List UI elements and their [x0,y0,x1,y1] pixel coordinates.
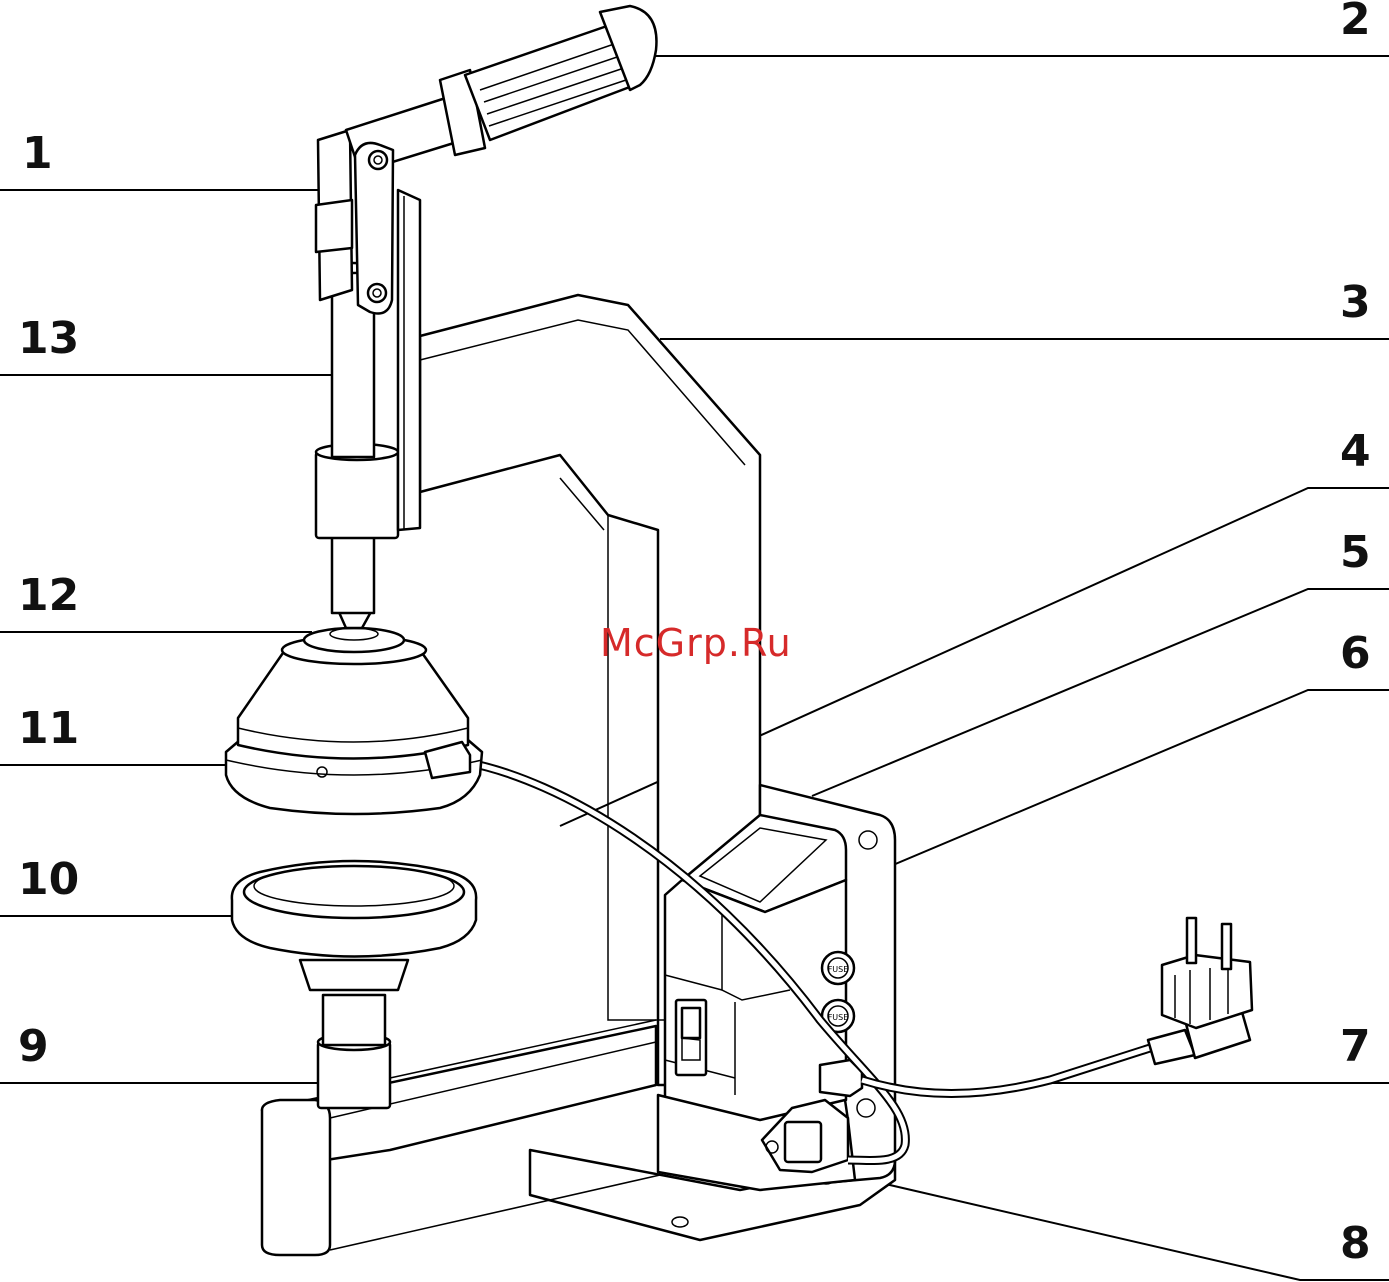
handle-assembly [316,6,656,314]
callout-4: 4 [1340,426,1371,477]
callout-2: 2 [1340,0,1371,45]
callout-5: 5 [1340,527,1371,578]
callout-13: 13 [18,313,79,364]
callout-9: 9 [18,1021,49,1072]
callout-7: 7 [1340,1021,1371,1072]
callout-12: 12 [18,570,79,621]
leader-8 [812,1167,1389,1280]
fuse-label-lower: FUSE [828,1013,849,1022]
callout-1: 1 [22,128,53,179]
fuse-label-upper: FUSE [828,965,849,974]
callout-11: 11 [18,703,79,754]
callout-6: 6 [1340,628,1371,679]
fuse-holder-upper: FUSE [822,952,854,984]
leader-6 [848,690,1389,884]
callout-8: 8 [1340,1218,1371,1269]
callout-10: 10 [18,854,79,905]
watermark: McGrp.Ru [600,621,792,665]
power-cable [862,918,1252,1094]
upper-head [226,628,482,814]
callout-3: 3 [1340,277,1371,328]
